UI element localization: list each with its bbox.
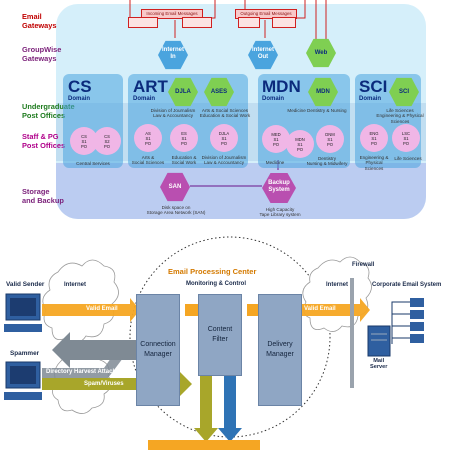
label-email-gateways: Email Gateways: [22, 12, 57, 30]
valid-email-left-label: Valid Email: [86, 306, 118, 312]
valid-email-right-label: Valid Email: [304, 306, 336, 312]
sci-hex-label: SCI: [398, 89, 409, 95]
label-staff-pg-post-offices: Staff & PG Post Offices: [22, 132, 66, 150]
po-med-s1-label: MED S1 PO: [271, 131, 281, 147]
incoming-email-box-right: [182, 17, 212, 28]
art-footer-c: Division of Journalism Law & Accountancy: [201, 155, 247, 166]
viruses-label: Viruses: [215, 384, 221, 406]
po-djla-s1-label: DJLA S1 PO: [218, 130, 230, 146]
djla-caption: Division of Journalism Law & Accountancy: [150, 108, 196, 119]
mdn-domain-sub: Domain: [262, 96, 285, 102]
storage-band: [56, 163, 426, 219]
po-dnm-s1: DNM S1 PO: [316, 125, 344, 153]
internet-left-label: Internet: [64, 282, 87, 288]
san-label: SAN: [168, 184, 182, 190]
firewall-label: Firewall: [352, 262, 375, 268]
cs-footer: Central Services: [76, 161, 110, 166]
backup-label: Backup System: [268, 180, 290, 193]
spam-label: Spam: [191, 388, 197, 405]
po-eng-s1-label: ENG S1 PO: [369, 130, 379, 146]
art-footer-b: Education & Social Work: [171, 155, 197, 166]
internet-right-label: Internet: [326, 282, 349, 288]
dha-label: Directory Harvest Attack: [46, 369, 116, 375]
label-groupwise-gateways: GroupWise Gateways: [22, 45, 62, 63]
email-processing-diagram: Email Processing Center Monitoring & Con…: [0, 232, 450, 450]
spammer-label: Spammer: [10, 350, 40, 357]
label-storage-backup: Storage and Backup: [22, 187, 64, 205]
ases-hex-label: ASES: [210, 89, 228, 95]
art-domain-sub: Domain: [133, 96, 156, 102]
outgoing-email-box-left: [238, 17, 260, 28]
mdn-domain-code: MDN: [262, 77, 301, 96]
sci-domain-title: SCI Domain: [359, 78, 387, 102]
sci-footer-a: Engineering & Physical Sciences: [359, 155, 389, 171]
sci-domain-code: SCI: [359, 77, 388, 96]
art-domain-title: ART Domain: [133, 78, 168, 102]
delivery-manager-box: Delivery Manager: [258, 294, 302, 406]
monitoring-control-label: Monitoring & Control: [186, 281, 246, 287]
content-filter-box: Content Filter: [198, 294, 242, 376]
cs-domain-sub: Domain: [68, 96, 91, 102]
backup-caption: High Capacity Tape Library system: [259, 207, 301, 218]
sci-domain-sub: Domain: [359, 96, 382, 102]
djla-hex-label: DJLA: [175, 89, 191, 95]
po-mdn-s1: MDN S1 PO: [286, 130, 314, 158]
mail-server-label: Mail Server: [370, 358, 388, 370]
po-as-s1: AS S1 PO: [134, 124, 162, 152]
po-es-s1: ES S1 PO: [170, 124, 198, 152]
san-caption: Disk space on Storage Area Network (SAN): [146, 205, 206, 216]
ases-caption: Arts & Social Sciences Education & Socia…: [199, 108, 251, 119]
po-mdn-s1-label: MDN S1 PO: [295, 136, 305, 152]
spam-viruses-label: Spam/Viruses: [84, 381, 124, 387]
art-footer-a: Arts & Social Sciences: [131, 155, 165, 166]
email-processing-title: Email Processing Center: [168, 267, 257, 276]
mdn-caption: Medicine Dentistry & Nursing: [287, 108, 347, 113]
incoming-email-tag: Incoming Email Messages: [141, 9, 203, 19]
po-lsc-s1-label: LSC S1 PO: [401, 130, 411, 146]
mdn-footer-a: Medicine: [265, 160, 285, 165]
po-as-s1-label: AS S1 PO: [144, 130, 152, 146]
po-eng-s1: ENG S1 PO: [360, 124, 388, 152]
valid-sender-label: Valid Sender: [6, 281, 45, 288]
connection-manager-box: Connection Manager: [136, 294, 180, 406]
label-undergrad-post-offices: Undergraduate Post Offices: [22, 102, 75, 120]
outgoing-email-box-right: [272, 17, 296, 28]
po-lsc-s1: LSC S1 PO: [392, 124, 420, 152]
mdn-footer-b: Dentistry Nursing & Midwifery: [306, 156, 348, 167]
cs-domain-code: CS: [68, 77, 92, 96]
po-med-s1: MED S1 PO: [262, 125, 290, 153]
top-network-diagram: Email Gateways GroupWise Gateways Underg…: [22, 0, 426, 219]
incoming-email-box-left: [128, 17, 158, 28]
internet-in-label: Internet In: [161, 47, 184, 60]
outgoing-email-tag: Outgoing Email Messages: [235, 9, 297, 19]
sci-footer-b: Life Sciences: [394, 156, 422, 161]
po-cs-s1-label: CS S1 PO: [80, 133, 88, 149]
mdn-domain-title: MDN Domain: [262, 78, 301, 102]
po-es-s1-label: ES S1 PO: [180, 130, 188, 146]
mdn-hex-label: MDN: [316, 89, 330, 95]
po-cs-s2-label: CS S2 PO: [103, 133, 111, 149]
po-dnm-s1-label: DNM S1 PO: [325, 131, 335, 147]
cs-domain-title: CS Domain: [68, 78, 92, 102]
corporate-email-label: Corporate Email System: [372, 282, 442, 288]
sci-caption: Life Sciences Engineering & Physical Sci…: [376, 108, 424, 124]
internet-out-label: Internet Out: [251, 47, 274, 60]
po-cs-s2: CS S2 PO: [93, 127, 121, 155]
po-djla-s1: DJLA S1 PO: [210, 124, 238, 152]
art-domain-code: ART: [133, 77, 168, 96]
web-label: Web: [314, 50, 328, 56]
san-hex: [160, 172, 190, 202]
